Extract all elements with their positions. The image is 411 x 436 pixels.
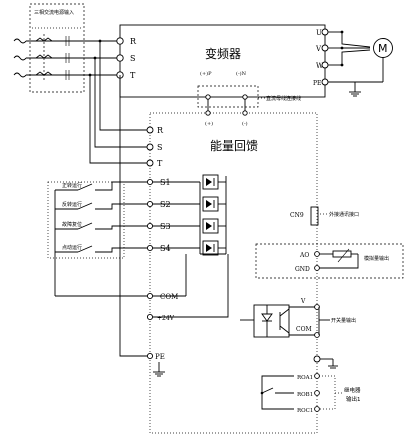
dc-bus: (+)P (-)N (+) (-) [200,70,248,127]
input-label-2: 反转运行 [62,201,82,208]
inverter-title: 变频器 [205,46,241,61]
inv-terminal-s: S [130,54,135,63]
digital-inputs: S1 S2 S3 S4 [47,174,229,322]
v-label: V [300,298,306,305]
com2-label: COM [296,326,312,333]
input-s3: S3 [160,222,171,231]
pe-ground: PE [119,75,165,377]
ao-note: 模拟量输出 [364,255,389,262]
com-terminal: COM [160,293,178,301]
input-s1: S1 [160,178,171,187]
inv-out-pe: PE [313,80,321,87]
breaker-dashed-box [29,3,85,93]
fb-dc-minus: (-) [242,120,248,127]
ao-label: AO [299,252,309,259]
cn9-label: CN9 [290,212,304,219]
pe-terminal: PE [155,353,165,361]
inv-dc-plus: (+)P [200,70,212,77]
feedback-title: 能量回馈 [210,139,258,153]
relay-note-1: 继电器 [344,386,361,394]
right-ground [313,355,338,369]
relay-c: ROC1 [297,408,313,414]
inv-terminal-r: R [130,37,137,46]
inv-out-w: W [316,62,324,70]
fb-terminal-s: S [157,143,162,152]
inv-terminal-t: T [130,71,136,80]
input-label-4: 点动运行 [62,244,82,251]
cn9-note: 外接通讯接口 [329,211,359,218]
cn9-port: CN9 外接通讯接口 [290,206,359,226]
relay-b: ROB1 [297,392,313,398]
input-s4: S4 [160,244,171,253]
opto-note: 开关量输出 [331,317,356,324]
relay-a: ROA1 [297,375,313,381]
inv-out-u: U [316,29,322,37]
power-input-lines [13,34,117,80]
digital-output: V COM 开关量输出 [240,298,356,338]
inverter-output-terminals: U V W PE [313,28,329,87]
dc-bus-dashed-box [197,85,259,108]
inv-dc-minus: (-)N [236,70,247,77]
inverter-input-terminals: R S T [116,37,137,80]
fb-terminal-r: R [157,126,164,135]
v24-terminal: +24V [157,315,175,322]
feedback-box [149,112,318,434]
input-s2: S2 [160,200,171,209]
feedback-input-wiring: R S T [88,39,164,168]
input-note: 三相交流电源输入 [34,9,74,16]
dc-bus-note: 直流母线连接线 [266,95,301,102]
fb-terminal-t: T [157,159,163,168]
analog-output: AO GND 模拟量输出 [255,243,404,279]
input-label-3: 故障复位 [62,221,82,228]
input-label-1: 正转运行 [62,182,82,189]
gnd-label: GND [295,266,310,273]
motor-wiring [328,30,384,97]
fb-dc-plus: (+) [205,120,213,127]
inv-out-v: V [315,45,322,53]
relay-note-2: 输出1 [346,395,361,403]
motor-symbol [373,38,393,58]
motor-label: M [378,42,388,55]
relay-output: ROA1 ROB1 ROC1 继电器 输出1 [260,373,361,414]
